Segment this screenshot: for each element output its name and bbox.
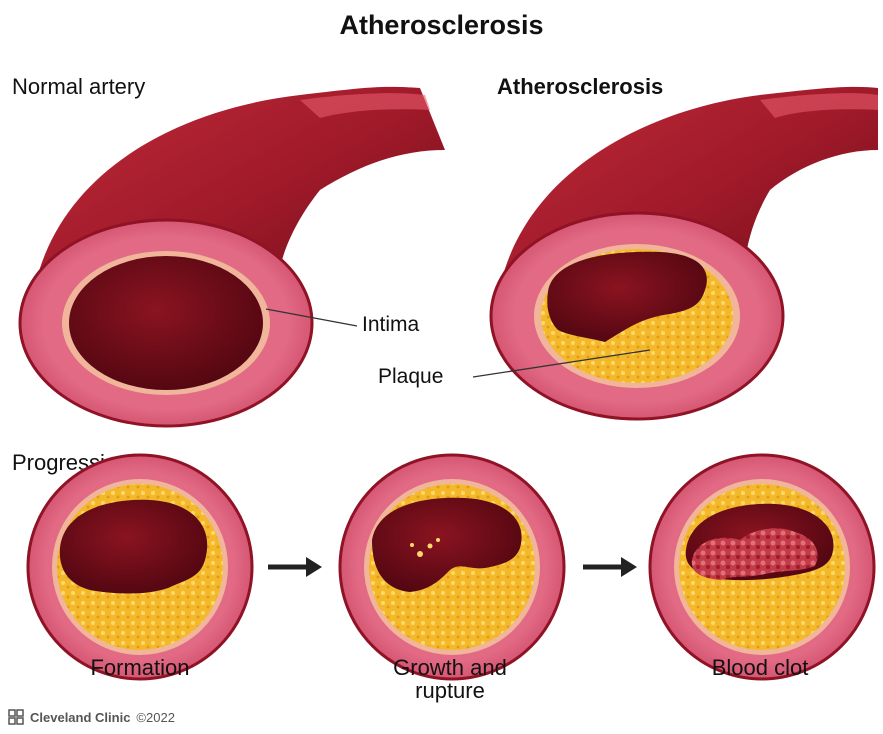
arrow-right-icon <box>268 557 322 577</box>
intima-label: Intima <box>362 313 419 337</box>
footer-brand: Cleveland Clinic <box>30 710 130 725</box>
stage-growth-rupture-artery <box>340 455 564 679</box>
stage-blood-clot-label: Blood clot <box>655 656 865 679</box>
footer-copyright: ©2022 <box>136 710 175 725</box>
stage-growth-rupture-label: Growth and rupture <box>340 656 560 702</box>
stage-formation-artery <box>28 455 252 679</box>
atherosclerosis-artery <box>491 87 878 419</box>
cleveland-clinic-logo-icon <box>8 709 24 725</box>
stage-formation-label: Formation <box>35 656 245 679</box>
footer-credit: Cleveland Clinic ©2022 <box>8 709 175 725</box>
stage-blood-clot-artery <box>650 455 874 679</box>
plaque-label: Plaque <box>378 365 443 389</box>
arrow-right-icon <box>583 557 637 577</box>
